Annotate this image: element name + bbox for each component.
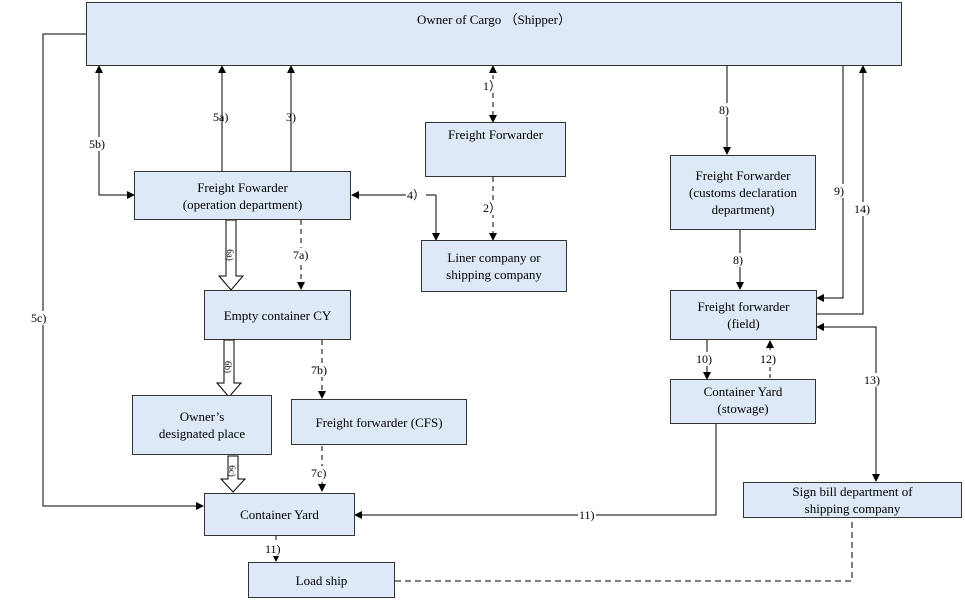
step-label-9: 9) [833, 184, 845, 198]
block-arrow-6a [217, 219, 245, 291]
sign-bill-department-box: Sign bill department of shipping company [743, 482, 962, 518]
step-label-5b: 5b) [88, 137, 106, 151]
ff-customs-label-2: (customs declaration [689, 185, 797, 200]
cy-stowage-label-2: (stowage) [717, 401, 769, 416]
liner-company-label-2: shipping company [446, 267, 542, 282]
block-arrow-6c [219, 455, 247, 493]
step-label-1: 1） [482, 79, 503, 93]
step-label-2: 2） [482, 201, 503, 215]
freight-forwarder-label: Freight Forwarder [448, 127, 543, 142]
ff-cfs-label: Freight forwarder (CFS) [315, 414, 443, 430]
block-arrow-6b [215, 339, 243, 398]
step-label-5c: 5c) [30, 311, 48, 325]
step-label-11-load: 11) [264, 542, 282, 556]
step-label-6b: 6b) [223, 361, 233, 373]
step-label-7b: 7b) [310, 363, 328, 377]
dashed-connector-ship-bill [395, 518, 853, 582]
ff-operation-label-2: (operation department) [182, 196, 303, 212]
step-label-8b: 8) [732, 253, 744, 267]
step-label-3: 3) [286, 110, 296, 124]
liner-company-box: Liner company or shipping company [421, 240, 567, 292]
step-label-6c: 6c) [226, 465, 237, 477]
step-label-4: 4） [406, 188, 427, 202]
cy-stowage-label-1: Container Yard [703, 384, 783, 399]
load-ship-box: Load ship [248, 562, 395, 598]
empty-container-cy-label: Empty container CY [223, 307, 332, 323]
step-label-12: 12) [759, 352, 777, 366]
ff-operation-label-1: Freight Fowarder [197, 179, 288, 195]
container-yard-box: Container Yard [204, 493, 355, 536]
step-label-10: 10) [695, 352, 713, 366]
container-yard-label: Container Yard [240, 507, 319, 522]
empty-container-cy-box: Empty container CY [204, 290, 351, 340]
step-label-13: 13) [863, 373, 881, 387]
step-label-11-yard: 11) [578, 508, 596, 522]
arrow-5b [95, 65, 135, 199]
ff-field-label-1: Freight forwarder [697, 299, 790, 314]
step-label-6a: 6a) [224, 249, 235, 261]
ff-customs-label-3: department) [711, 202, 775, 217]
load-ship-label: Load ship [295, 572, 348, 588]
ff-customs-box: Freight Forwarder (customs declaration d… [670, 155, 816, 230]
owners-designated-place-box: Owner’s designated place [132, 395, 272, 455]
ff-operation-box: Freight Fowarder (operation department) [134, 171, 351, 220]
arrow-11-yard [354, 424, 717, 519]
owners-place-label-1: Owner’s [179, 409, 225, 424]
step-label-8a: 8) [718, 103, 730, 117]
liner-company-label-1: Liner company or [447, 250, 541, 265]
container-yard-stowage-box: Container Yard (stowage) [670, 379, 816, 424]
owner-of-cargo-label: Owner of Cargo （Shipper） [417, 12, 571, 27]
ff-cfs-box: Freight forwarder (CFS) [291, 399, 467, 445]
step-label-5a: 5a) [213, 110, 229, 124]
arrow-9 [816, 66, 844, 302]
ff-field-box: Freight forwarder (field) [670, 290, 817, 340]
owner-of-cargo-box: Owner of Cargo （Shipper） [86, 2, 902, 66]
ff-customs-label-1: Freight Forwarder [695, 168, 791, 183]
step-label-14: 14) [853, 202, 871, 216]
arrow-5c [42, 33, 204, 510]
arrow-13 [816, 323, 880, 482]
sign-bill-label-2: shipping company [804, 501, 901, 516]
step-label-7a: 7a) [292, 248, 310, 262]
sign-bill-label-1: Sign bill department of [792, 484, 913, 499]
step-label-7c: 7c) [310, 466, 328, 480]
arrow-14 [817, 65, 867, 315]
freight-forwarder-box: Freight Forwarder [425, 122, 566, 177]
ff-field-label-2: (field) [727, 316, 760, 331]
owners-place-label-2: designated place [158, 426, 246, 441]
